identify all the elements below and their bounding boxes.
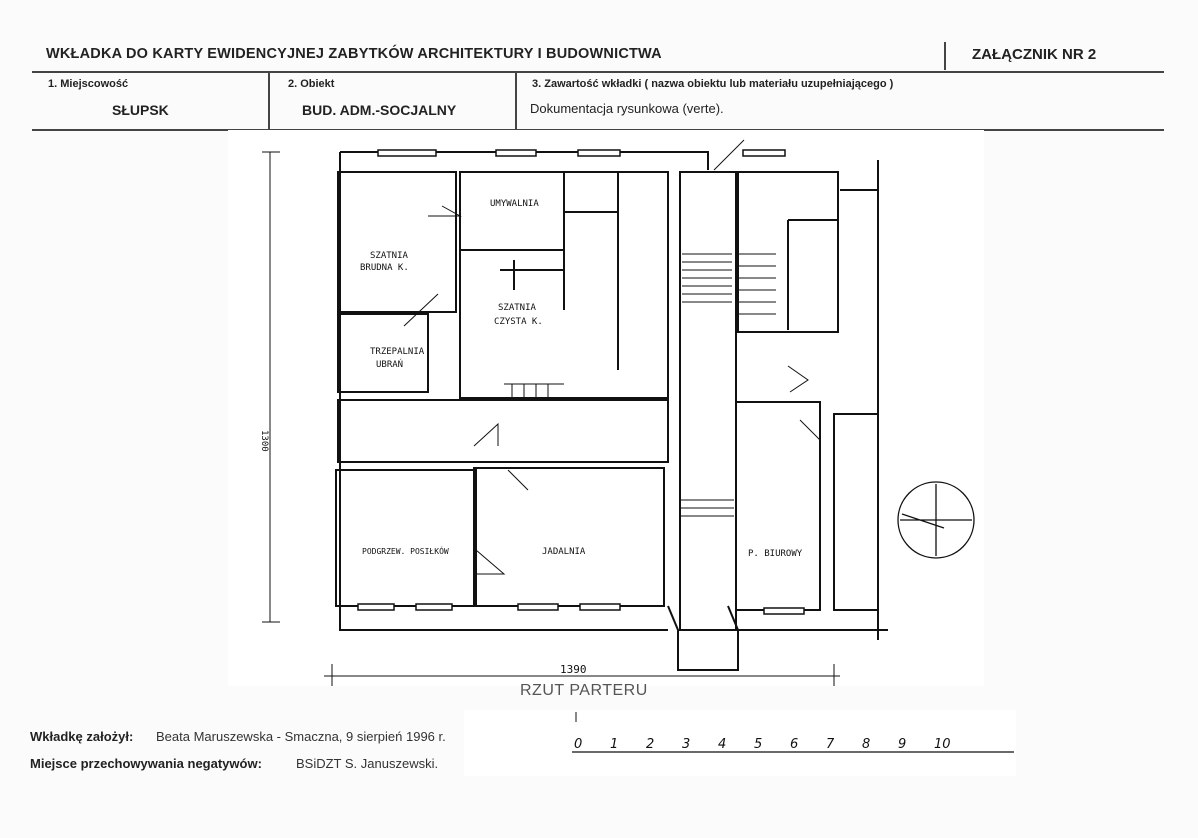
scale-bar-box: 0 1 2 3 4 5 6 7 8 9 10 [464,710,1016,776]
room-label-jadalnia: JADALNIA [542,547,586,557]
header-divider [944,42,946,70]
outer-wall-top [340,151,709,170]
window-top-3 [577,149,621,157]
door-2 [403,293,439,327]
scale-tick-label: 5 [754,737,762,752]
door-3 [473,422,499,447]
window-bottom-2 [415,603,453,611]
door-8 [713,139,745,171]
storage-value: BSiDZT S. Januszewski. [296,756,439,771]
room-label-szatnia-czysta-2: CZYSTA K. [494,317,543,327]
scale-tick-label: 3 [682,737,690,752]
room-label-podgrzew: PODGRZEW. POSIŁKÓW [362,545,449,556]
room-biurowy [735,401,821,611]
scale-ticks: 0 1 2 3 4 5 6 7 8 9 10 [574,737,951,752]
scale-tick-label: 1 [610,737,618,752]
room-label-trzepalnia-1: TRZEPALNIA [370,347,425,357]
scale-tick-label: 7 [826,737,835,752]
east-wall [787,160,879,640]
entrance [667,605,739,671]
room-jadalnia [473,467,665,607]
north-arrow-pointer [900,484,972,556]
room-east [833,413,879,611]
location-label: 1. Miejscowość [48,78,129,90]
room-label-trzepalnia-2: UBRAŃ [376,358,403,370]
author-label: Wkładkę założył: [30,729,134,744]
field-divider-1 [268,72,270,130]
scale-tick-label: 9 [898,737,906,752]
scale-bar: 0 1 2 3 4 5 6 7 8 9 10 [572,712,1014,753]
dim-horizontal-line [324,664,840,686]
scale-tick-label: 0 [574,737,582,752]
window-top-4 [742,149,786,157]
dim-vertical-line [262,151,280,623]
window-bottom-1 [357,603,395,611]
annex-number: ZAŁĄCZNIK NR 2 [972,46,1097,63]
door-4 [507,469,529,491]
room-label-biurowy: P. BIUROWY [748,549,803,559]
room-corridor [337,399,669,463]
stair-lower [680,499,734,517]
scale-tick-label: 8 [862,737,870,752]
dim-vertical-text: 1300 [259,430,269,452]
object-label: 2. Obiekt [288,78,335,90]
door-7 [787,365,809,393]
content-label: 3. Zawartość wkładki ( nazwa obiektu lub… [532,78,894,90]
door-1 [428,205,462,217]
scale-tick-label: 2 [646,737,654,752]
stair-small [504,383,564,398]
window-bottom-3 [517,603,559,611]
north-arrow-circle [897,481,975,559]
room-label-szatnia-brudna-2: BRUDNA K. [360,263,409,273]
field-divider-2 [515,72,517,130]
room-szatnia-brudna [337,171,457,313]
storage-label: Miejsce przechowywania negatywów: [30,756,262,771]
door-5 [475,549,506,575]
room-podgrzew [335,469,477,607]
umywalnia-partition [460,172,619,370]
room-trzepalnia [337,313,429,393]
door-6 [799,419,821,441]
location-value: SŁUPSK [112,102,169,118]
stair-upper [682,253,776,315]
scale-tick-label: 6 [790,737,798,752]
szatnia-czysta-partition [500,260,565,290]
window-top-1 [377,149,437,157]
scale-tick-label: 10 [934,737,951,752]
content-value: Dokumentacja rysunkowa (verte). [530,101,724,116]
drawing-caption: RZUT PARTERU [520,682,648,699]
author-value: Beata Maruszewska - Smaczna, 9 sierpień … [156,729,446,744]
floor-plan-panel: 1300 1390 UMYWALNIA SZATNIA BRUDNA K. SZ… [228,130,984,686]
header-rule [32,71,1164,73]
room-stair-hall [679,171,737,631]
room-label-szatnia-brudna-1: SZATNIA [370,251,409,261]
window-bottom-5 [763,607,805,615]
window-top-2 [495,149,537,157]
card-title: WKŁADKA DO KARTY EWIDENCYJNEJ ZABYTKÓW A… [46,46,662,62]
dim-horizontal-text: 1390 [560,663,587,676]
room-label-umywalnia: UMYWALNIA [490,199,539,209]
scale-tick-label: 4 [718,737,726,752]
floor-plan-drawing: 1300 1390 UMYWALNIA SZATNIA BRUDNA K. SZ… [259,139,975,686]
object-value: BUD. ADM.-SOCJALNY [302,102,457,118]
room-label-szatnia-czysta-1: SZATNIA [498,303,537,313]
window-bottom-4 [579,603,621,611]
